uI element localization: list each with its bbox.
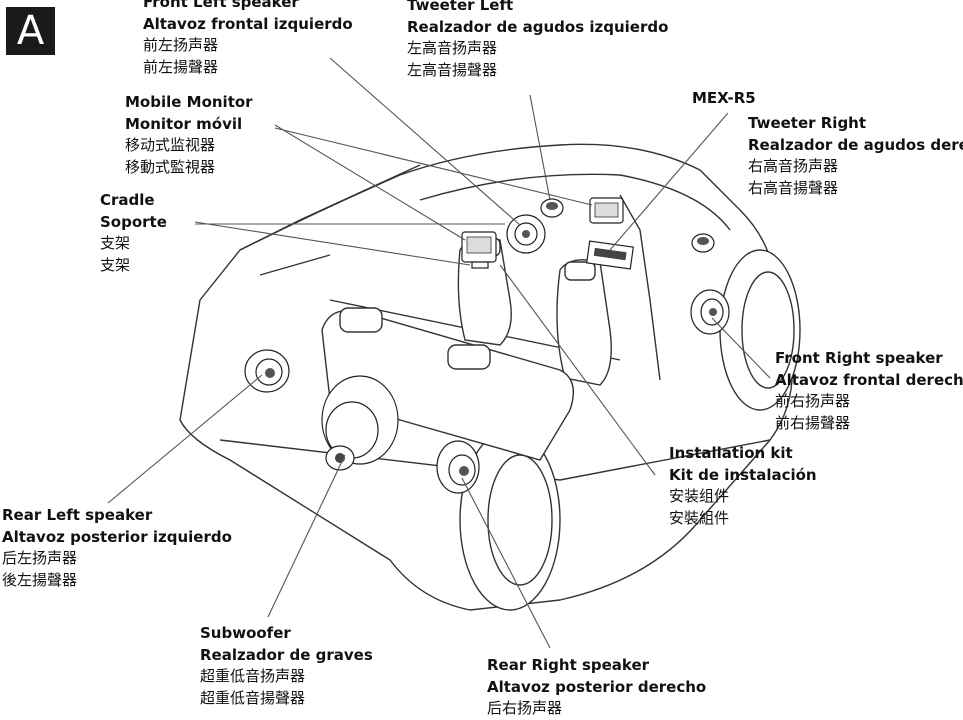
label-es: Realzador de graves <box>200 645 373 667</box>
label-en: Front Right speaker <box>775 348 963 370</box>
label-tw: 安裝組件 <box>669 508 817 530</box>
label-rear-right-speaker: Rear Right speaker Altavoz posterior der… <box>487 655 706 720</box>
front-right-speaker-icon <box>691 290 729 334</box>
front-left-speaker-icon <box>507 215 545 253</box>
label-zh: 移动式监视器 <box>125 135 253 157</box>
label-subwoofer: Subwoofer Realzador de graves 超重低音扬声器 超重… <box>200 623 373 709</box>
label-front-left-speaker: Front Left speaker Altavoz frontal izqui… <box>143 0 353 78</box>
label-en: Subwoofer <box>200 623 373 645</box>
label-zh: 左高音扬声器 <box>407 38 668 60</box>
label-es: Altavoz posterior izquierdo <box>2 527 232 549</box>
label-zh: 安装组件 <box>669 486 817 508</box>
label-en: Cradle <box>100 190 167 212</box>
label-zh: 前右扬声器 <box>775 391 963 413</box>
label-zh: 前左扬声器 <box>143 35 353 57</box>
mobile-monitor-rear-icon <box>590 198 623 223</box>
label-tw: 右高音揚聲器 <box>748 178 963 200</box>
label-mex-r5: MEX-R5 <box>692 88 756 110</box>
label-front-right-speaker: Front Right speaker Altavoz frontal dere… <box>775 348 963 434</box>
label-en: Tweeter Left <box>407 0 668 17</box>
label-en: Rear Left speaker <box>2 505 232 527</box>
label-tw: 後左揚聲器 <box>2 570 232 592</box>
label-es: Kit de instalación <box>669 465 817 487</box>
label-tw: 前左揚聲器 <box>143 57 353 79</box>
label-zh: 右高音扬声器 <box>748 156 963 178</box>
label-es: Altavoz posterior derecho <box>487 677 706 699</box>
rear-left-speaker-icon <box>245 350 289 392</box>
label-zh: 后左扬声器 <box>2 548 232 570</box>
label-en: Mobile Monitor <box>125 92 253 114</box>
label-zh: 后右扬声器 <box>487 698 706 720</box>
label-mobile-monitor: Mobile Monitor Monitor móvil 移动式监视器 移動式監… <box>125 92 253 178</box>
label-en: MEX-R5 <box>692 88 756 110</box>
label-tw: 超重低音揚聲器 <box>200 688 373 710</box>
label-zh: 支架 <box>100 233 167 255</box>
label-es: Soporte <box>100 212 167 234</box>
label-es: Monitor móvil <box>125 114 253 136</box>
tweeter-right-icon <box>692 234 714 252</box>
label-en: Rear Right speaker <box>487 655 706 677</box>
label-es: Realzador de agudos izquierdo <box>407 17 668 39</box>
label-en: Tweeter Right <box>748 113 963 135</box>
label-rear-left-speaker: Rear Left speaker Altavoz posterior izqu… <box>2 505 232 591</box>
figure-label: A <box>6 7 55 55</box>
label-es: Realzador de agudos derecho <box>748 135 963 157</box>
subwoofer-icon <box>322 376 398 470</box>
label-tweeter-left: Tweeter Left Realzador de agudos izquier… <box>407 0 668 81</box>
tweeter-left-icon <box>541 199 563 217</box>
label-zh: 超重低音扬声器 <box>200 666 373 688</box>
label-tw: 移動式監視器 <box>125 157 253 179</box>
label-es: Altavoz frontal derecho <box>775 370 963 392</box>
label-tw: 前右揚聲器 <box>775 413 963 435</box>
label-es: Altavoz frontal izquierdo <box>143 14 353 36</box>
label-cradle: Cradle Soporte 支架 支架 <box>100 190 167 276</box>
label-tweeter-right: Tweeter Right Realzador de agudos derech… <box>748 113 963 199</box>
label-en: Front Left speaker <box>143 0 353 14</box>
label-tw: 左高音揚聲器 <box>407 60 668 82</box>
label-en: Installation kit <box>669 443 817 465</box>
label-tw: 支架 <box>100 255 167 277</box>
label-installation-kit: Installation kit Kit de instalación 安装组件… <box>669 443 817 529</box>
mobile-monitor-front-icon <box>462 232 496 268</box>
rear-right-speaker-icon <box>437 441 479 493</box>
